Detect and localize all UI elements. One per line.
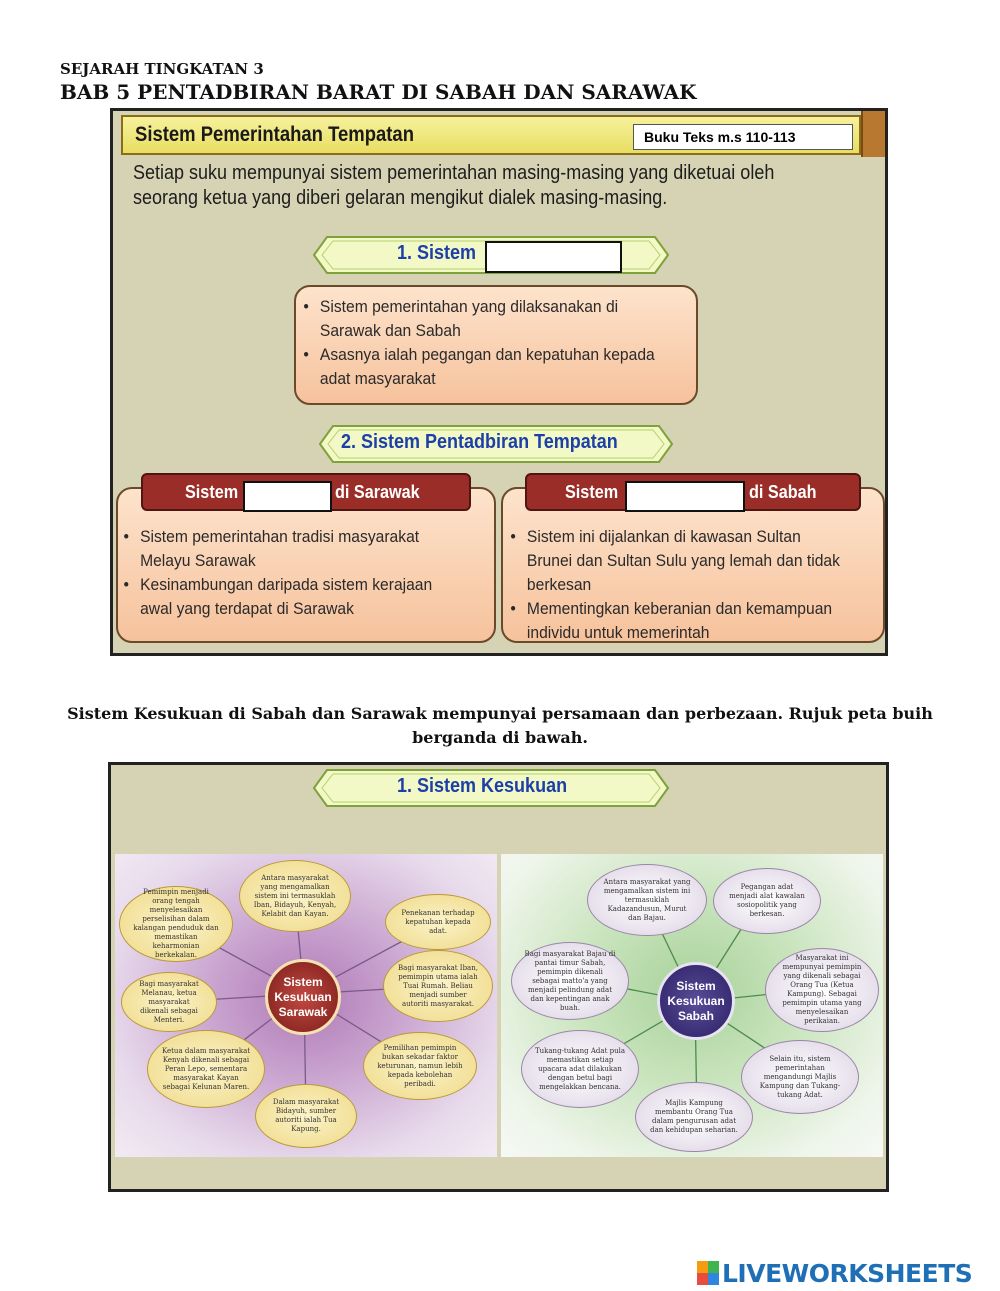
title-bar-tab bbox=[861, 111, 885, 157]
logo-mark-square bbox=[708, 1273, 719, 1285]
sarawak-answer-blank[interactable] bbox=[243, 481, 332, 512]
sabah-heading-prefix: Sistem bbox=[565, 482, 619, 502]
sabah-point-1: Sistem ini dijalankan di kawasan Sultan … bbox=[509, 525, 848, 597]
chapter-heading: BAB 5 PENTADBIRAN BARAT DI SABAH DAN SAR… bbox=[60, 80, 697, 104]
sabah-bubble-7: Bagi masyarakat Bajau di pantai timur Sa… bbox=[511, 942, 629, 1020]
logo-text: LIVEWORKSHEETS bbox=[722, 1258, 973, 1288]
liveworksheets-logo: LIVEWORKSHEETS bbox=[697, 1258, 973, 1288]
intro-text: Setiap suku mempunyai sistem pemerintaha… bbox=[133, 162, 775, 209]
sarawak-point-1: Sistem pemerintahan tradisi masyarakat M… bbox=[122, 525, 459, 573]
section1-label: 1. Sistem bbox=[397, 242, 477, 264]
sarawak-bubble-4: Pemilihan pemimpin bukan sekadar faktor … bbox=[363, 1032, 477, 1100]
logo-mark-icon bbox=[697, 1261, 719, 1285]
tribal-system-panel: 1. Sistem Kesukuan Antara masyarakat yan… bbox=[108, 762, 889, 1192]
section1-point-2: Asasnya ialah pegangan dan kepatuhan kep… bbox=[302, 343, 657, 391]
sarawak-bubble-3: Bagi masyarakat Iban, pemimpin utama ial… bbox=[383, 950, 493, 1022]
sabah-bubble-5: Majlis Kampung membantu Orang Tua dalam … bbox=[635, 1082, 753, 1152]
sarawak-bubble-5: Dalam masyarakat Bidayuh, sumber autorit… bbox=[255, 1084, 357, 1148]
sabah-bubble-map: Antara masyarakat yang mengamalkan siste… bbox=[501, 854, 883, 1157]
sabah-answer-blank[interactable] bbox=[625, 481, 745, 512]
sarawak-bubble-6: Ketua dalam masyarakat Kenyah dikenali s… bbox=[147, 1030, 265, 1108]
sarawak-bubble-2: Penekanan terhadap kepatuhan kepada adat… bbox=[385, 894, 491, 950]
sarawak-point-2: Kesinambungan daripada sistem kerajaan a… bbox=[122, 573, 459, 621]
sabah-bubble-2: Pegangan adat menjadi alat kawalan sosio… bbox=[713, 868, 821, 934]
section1-answer-blank[interactable] bbox=[485, 241, 622, 273]
sarawak-heading-suffix: di Sarawak bbox=[335, 482, 420, 502]
section2-label: 2. Sistem Pentadbiran Tempatan bbox=[341, 431, 618, 453]
sabah-centre-bubble: Sistem Kesukuan Sabah bbox=[657, 962, 735, 1040]
sabah-heading-suffix: di Sabah bbox=[749, 482, 817, 502]
sarawak-bubble-map: Antara masyarakat yang mengamalkan siste… bbox=[115, 854, 497, 1157]
subject-heading: SEJARAH TINGKATAN 3 bbox=[60, 60, 264, 78]
logo-mark-square bbox=[708, 1261, 719, 1273]
instruction-text: Sistem Kesukuan di Sabah dan Sarawak mem… bbox=[67, 704, 933, 747]
textbook-reference: Buku Teks m.s 110-113 bbox=[633, 124, 853, 150]
sabah-box: Sistem ini dijalankan di kawasan Sultan … bbox=[501, 487, 885, 643]
sarawak-heading-prefix: Sistem bbox=[185, 482, 239, 502]
sarawak-box: Sistem pemerintahan tradisi masyarakat M… bbox=[116, 487, 496, 643]
section2-banner-shape bbox=[319, 425, 673, 463]
sarawak-bubble-8: Pemimpin menjadi orang tengah menyelesai… bbox=[119, 886, 233, 962]
sabah-point-2: Mementingkan keberanian dan kemampuan in… bbox=[509, 597, 848, 645]
sabah-bubble-6: Tukang-tukang Adat pula memastikan setia… bbox=[521, 1030, 639, 1108]
section1-box: Sistem pemerintahan yang dilaksanakan di… bbox=[294, 285, 698, 405]
logo-mark-square bbox=[697, 1273, 708, 1285]
local-government-panel: Sistem Pemerintahan Tempatan Buku Teks m… bbox=[110, 108, 888, 656]
sarawak-bubble-7: Bagi masyarakat Melanau, ketua masyaraka… bbox=[121, 972, 217, 1032]
sabah-bubble-1: Antara masyarakat yang mengamalkan siste… bbox=[587, 864, 707, 936]
tribal-system-title: 1. Sistem Kesukuan bbox=[397, 775, 568, 797]
sabah-bubble-4: Selain itu, sistem pemerintahan mengandu… bbox=[741, 1040, 859, 1114]
logo-mark-square bbox=[697, 1261, 708, 1273]
panel-title-bar: Sistem Pemerintahan Tempatan Buku Teks m… bbox=[121, 115, 861, 155]
sarawak-bubble-1: Antara masyarakat yang mengamalkan siste… bbox=[239, 860, 351, 932]
panel-title: Sistem Pemerintahan Tempatan bbox=[135, 123, 415, 146]
section2-banner: 2. Sistem Pentadbiran Tempatan bbox=[319, 425, 673, 463]
section1-point-1: Sistem pemerintahan yang dilaksanakan di… bbox=[302, 295, 657, 343]
sarawak-centre-bubble: Sistem Kesukuan Sarawak bbox=[265, 959, 341, 1035]
tribal-system-banner-shape bbox=[313, 769, 669, 807]
tribal-system-banner: 1. Sistem Kesukuan bbox=[313, 769, 669, 807]
panel-footer-strip bbox=[111, 1157, 886, 1189]
sabah-bubble-3: Masyarakat ini mempunyai pemimpin yang d… bbox=[765, 948, 879, 1032]
